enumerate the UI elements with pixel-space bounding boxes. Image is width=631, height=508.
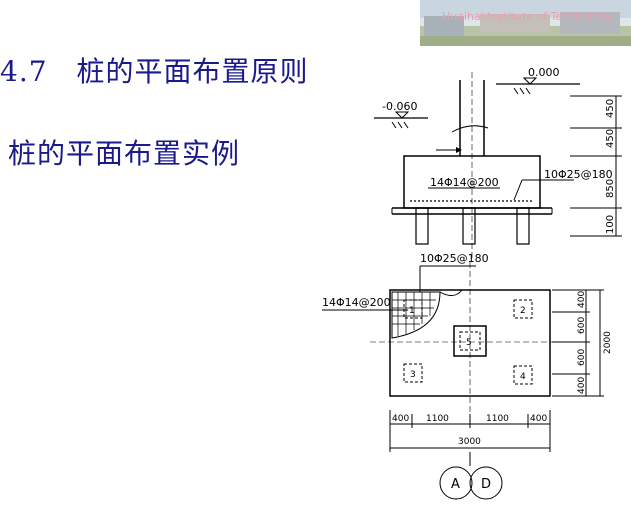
rebar-label-plan-left: 14Φ14@200 bbox=[322, 296, 391, 309]
dim-100: 100 bbox=[605, 215, 616, 234]
section-view bbox=[374, 72, 622, 260]
pile-5-label: 5 bbox=[466, 338, 472, 348]
elev-ground-label: -0.060 bbox=[382, 100, 417, 113]
pile-2-label: 2 bbox=[520, 306, 526, 316]
section-title: 桩的平面布置实例 bbox=[8, 137, 241, 170]
dim-bottom-1100-left: 1100 bbox=[426, 414, 449, 424]
rebar-label-section-a: 14Φ14@200 bbox=[430, 176, 499, 189]
dim-450-top: 450 bbox=[605, 99, 616, 118]
plan-view bbox=[322, 262, 604, 500]
pile-4-label: 4 bbox=[520, 372, 526, 382]
banner-text: Huaihai Institute of Technology bbox=[442, 10, 613, 23]
dim-right-600-bottom: 600 bbox=[577, 349, 587, 366]
pile-1-label: 1 bbox=[409, 306, 415, 316]
dim-850: 850 bbox=[605, 179, 616, 198]
dim-right-total: 2000 bbox=[603, 331, 613, 354]
axis-d-label: D bbox=[481, 477, 491, 492]
banner-image: Huaihai Institute of Technology bbox=[420, 0, 631, 46]
dim-bottom-400-left: 400 bbox=[392, 414, 409, 424]
dim-450-mid: 450 bbox=[605, 129, 616, 148]
dim-right-400-bottom: 400 bbox=[577, 377, 587, 394]
rebar-label-section-b: 10Φ25@180 bbox=[544, 168, 613, 181]
axis-a-label: A bbox=[451, 477, 460, 492]
dim-bottom-1100-right: 1100 bbox=[486, 414, 509, 424]
campus-photo bbox=[420, 0, 631, 46]
page-title: 4.7 桩的平面布置原则 bbox=[0, 55, 309, 88]
pile-3-label: 3 bbox=[410, 370, 416, 380]
dim-right-600-top: 600 bbox=[577, 317, 587, 334]
dim-bottom-total: 3000 bbox=[458, 437, 481, 447]
rebar-label-plan-top: 10Φ25@180 bbox=[420, 252, 489, 265]
dim-bottom-400-right: 400 bbox=[530, 414, 547, 424]
elev-top-label: 0.000 bbox=[528, 66, 560, 79]
dim-right-400-top: 400 bbox=[577, 291, 587, 308]
